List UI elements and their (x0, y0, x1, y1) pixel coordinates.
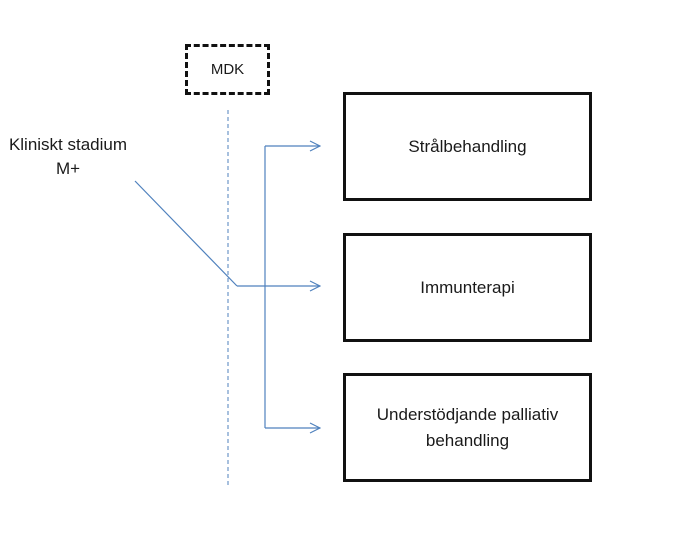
option-box-palliativ-behandling: Understödjande palliativ behandling (343, 373, 592, 482)
option-label: Understödjande palliativ behandling (376, 404, 559, 450)
mdk-box: MDK (185, 44, 270, 95)
option-box-stralbehandling: Strålbehandling (343, 92, 592, 201)
connector-diagonal (134, 180, 238, 287)
option-label: Strålbehandling (408, 136, 527, 156)
mdk-label: MDK (210, 60, 245, 78)
start-label: Kliniskt stadium M+ (8, 135, 128, 178)
option-box-immunterapi: Immunterapi (343, 233, 592, 342)
option-label: Immunterapi (420, 277, 515, 297)
